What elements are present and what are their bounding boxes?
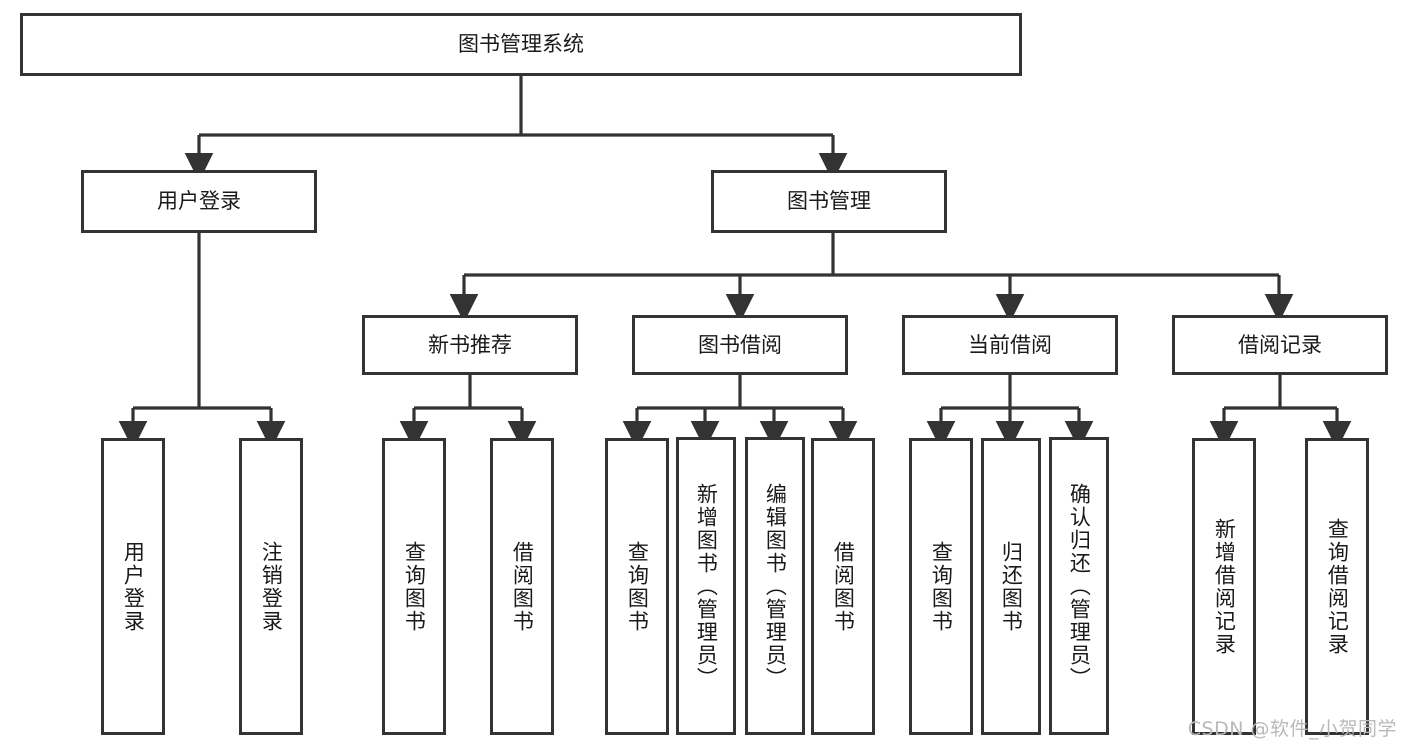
node-borrow-record[interactable]: 借阅记录 — [1172, 315, 1388, 375]
csdn-watermark: CSDN @软件_小贺同学 — [1187, 718, 1397, 740]
node-label: 用户登录 — [157, 189, 241, 214]
node-new-book-recommend[interactable]: 新书推荐 — [362, 315, 578, 375]
node-label: 注销登录 — [259, 540, 284, 633]
node-label: 查询图书 — [929, 540, 954, 633]
leaf-logout[interactable]: 注销登录 — [239, 438, 303, 735]
leaf-query-borrow-record[interactable]: 查询借阅记录 — [1305, 438, 1369, 735]
node-label: 归还图书 — [999, 540, 1024, 633]
leaf-return-book[interactable]: 归还图书 — [981, 438, 1041, 735]
leaf-user-login[interactable]: 用户登录 — [101, 438, 165, 735]
leaf-query-book-current[interactable]: 查询图书 — [909, 438, 973, 735]
node-label: 查询借阅记录 — [1325, 517, 1350, 656]
node-label: 图书管理系统 — [458, 32, 584, 57]
node-label: 借阅图书 — [831, 540, 856, 633]
node-root-system[interactable]: 图书管理系统 — [20, 13, 1022, 76]
node-label: 图书借阅 — [698, 332, 782, 357]
leaf-add-borrow-record[interactable]: 新增借阅记录 — [1192, 438, 1256, 735]
node-label: 当前借阅 — [968, 332, 1052, 357]
node-label: 确认归还（管理员） — [1067, 482, 1092, 690]
leaf-borrow-book-recommend[interactable]: 借阅图书 — [490, 438, 554, 735]
node-label: 新增借阅记录 — [1212, 517, 1237, 656]
leaf-borrow-book[interactable]: 借阅图书 — [811, 438, 875, 735]
node-book-management[interactable]: 图书管理 — [711, 170, 947, 233]
node-label: 借阅记录 — [1238, 332, 1322, 357]
leaf-add-book-admin[interactable]: 新增图书（管理员） — [676, 437, 736, 735]
node-user-login[interactable]: 用户登录 — [81, 170, 317, 233]
node-label: 借阅图书 — [510, 540, 535, 633]
leaf-query-book-borrow[interactable]: 查询图书 — [605, 438, 669, 735]
node-label: 查询图书 — [625, 540, 650, 633]
node-label: 查询图书 — [402, 540, 427, 633]
node-book-borrow[interactable]: 图书借阅 — [632, 315, 848, 375]
leaf-edit-book-admin[interactable]: 编辑图书（管理员） — [745, 437, 805, 735]
node-label: 编辑图书（管理员） — [763, 482, 788, 690]
node-label: 图书管理 — [787, 189, 871, 214]
node-label: 新增图书（管理员） — [694, 482, 719, 690]
node-current-borrow[interactable]: 当前借阅 — [902, 315, 1118, 375]
leaf-confirm-return-admin[interactable]: 确认归还（管理员） — [1049, 437, 1109, 735]
node-label: 新书推荐 — [428, 332, 512, 357]
node-label: 用户登录 — [121, 540, 146, 633]
leaf-query-book-recommend[interactable]: 查询图书 — [382, 438, 446, 735]
